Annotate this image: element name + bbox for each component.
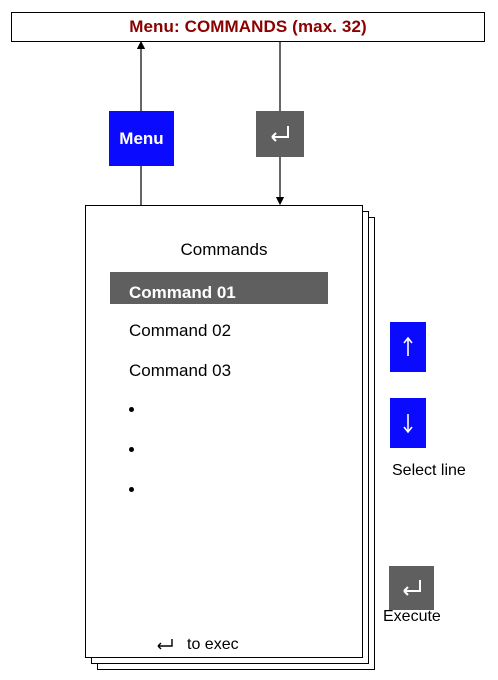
arrow-up-key[interactable] [390, 322, 426, 372]
enter-icon [402, 580, 421, 596]
command-item[interactable]: Command 01 [129, 283, 236, 302]
execute-key[interactable] [389, 566, 434, 610]
menu-key[interactable]: Menu [109, 111, 174, 166]
command-item[interactable]: Command 02 [129, 321, 232, 340]
exec-hint-text: to exec [187, 636, 239, 653]
exec-hint: to exec [155, 636, 239, 654]
ellipsis-dot [129, 447, 134, 452]
arrow-up-icon [403, 336, 413, 356]
ellipsis-dot [129, 407, 134, 412]
ellipsis-dot [129, 487, 134, 492]
enter-icon [157, 639, 173, 650]
menu-title: Menu: COMMANDS (max. 32) [129, 17, 367, 36]
arrow-down-key[interactable] [390, 398, 426, 448]
select-line-label: Select line [392, 462, 466, 479]
selected-row-highlight [110, 272, 328, 304]
screen-title: Commands [180, 240, 268, 259]
enter-key[interactable] [256, 111, 304, 157]
command-item[interactable]: Command 03 [129, 361, 232, 380]
enter-icon [271, 126, 289, 142]
menu-title-bar: Menu: COMMANDS (max. 32) [11, 12, 485, 42]
menu-key-label: Menu [119, 128, 164, 148]
execute-label: Execute [383, 608, 441, 625]
arrow-down-icon [403, 414, 413, 434]
